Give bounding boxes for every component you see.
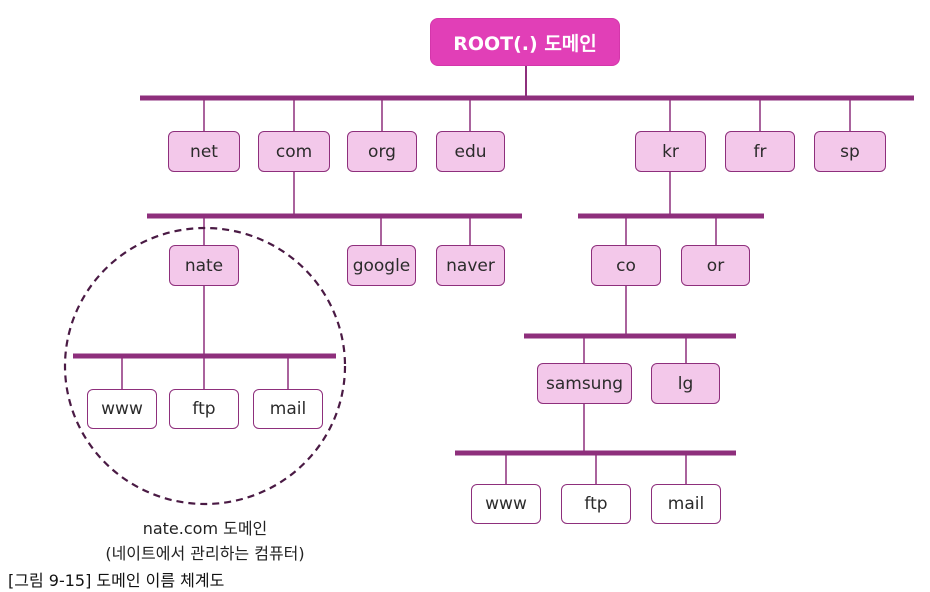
domain-node-naver: naver	[436, 245, 505, 286]
domain-node-or: or	[681, 245, 750, 286]
domain-node-samsung: samsung	[537, 363, 632, 404]
tld-node-edu: edu	[436, 131, 505, 172]
tld-node-org: org	[347, 131, 417, 172]
host-node-samsung-mail: mail	[651, 484, 721, 524]
tld-node-fr: fr	[725, 131, 795, 172]
domain-node-lg: lg	[651, 363, 720, 404]
host-node-nate-mail: mail	[253, 389, 323, 429]
tld-node-sp: sp	[814, 131, 886, 172]
host-node-nate-www: www	[87, 389, 157, 429]
nate-domain-sublabel: (네이트에서 관리하는 컴퓨터)	[105, 544, 305, 563]
tld-node-kr: kr	[635, 131, 706, 172]
tld-node-com: com	[258, 131, 330, 172]
host-node-nate-ftp: ftp	[169, 389, 239, 429]
nate-domain-boundary	[63, 226, 347, 506]
domain-node-co: co	[591, 245, 661, 286]
root-domain-node: ROOT(.) 도메인	[430, 18, 620, 66]
nate-domain-label: nate.com 도메인	[142, 519, 268, 538]
host-node-samsung-ftp: ftp	[561, 484, 631, 524]
domain-node-google: google	[347, 245, 416, 286]
domain-node-nate: nate	[169, 245, 239, 286]
host-node-samsung-www: www	[471, 484, 541, 524]
tld-node-net: net	[168, 131, 240, 172]
figure-caption: [그림 9-15] 도메인 이름 체계도	[8, 571, 225, 590]
